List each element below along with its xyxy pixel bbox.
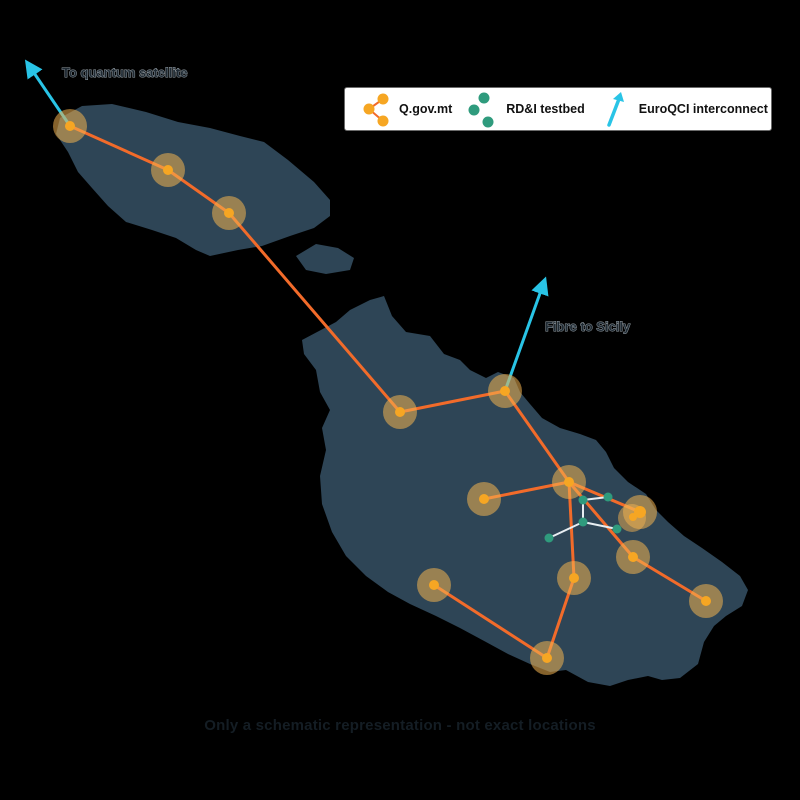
legend-item-euroqci: EuroQCI interconnect	[599, 89, 768, 129]
network-node	[488, 374, 522, 408]
network-link	[503, 389, 571, 484]
legend: Q.gov.mt RD&I testbed EuroQCI interconne…	[344, 87, 772, 131]
testbed-node	[544, 533, 554, 543]
network-link	[227, 211, 402, 414]
legend-label-euroqci: EuroQCI interconnect	[638, 102, 768, 116]
network-node	[618, 495, 657, 532]
legend-item-rdi: RD&I testbed	[466, 89, 585, 129]
comino-island	[296, 244, 354, 274]
network-node	[53, 109, 87, 143]
network-node	[557, 561, 591, 595]
network-link	[398, 389, 507, 414]
network-nodes	[53, 109, 723, 675]
network-link	[432, 583, 549, 660]
testbed-node	[603, 492, 613, 502]
sicily-label: Fibre to Sicily	[545, 319, 631, 334]
network-node	[151, 153, 185, 187]
sicily-interconnect-arrow	[503, 276, 549, 392]
network-link	[68, 124, 170, 172]
rdi-testbed-cluster	[544, 492, 622, 543]
network-node	[552, 465, 586, 499]
gozo-island	[56, 104, 330, 256]
network-node	[383, 395, 417, 429]
network-node	[212, 196, 246, 230]
network-node	[417, 568, 451, 602]
legend-label-qgov: Q.gov.mt	[399, 102, 453, 116]
disclaimer-text: Only a schematic representation - not ex…	[204, 717, 596, 734]
share-nodes-icon	[363, 93, 389, 127]
network-node	[616, 540, 650, 574]
network-node	[530, 641, 564, 675]
legend-item-qgov: Q.gov.mt	[359, 89, 452, 129]
testbed-node	[578, 495, 588, 505]
legend-label-rdi: RD&I testbed	[506, 102, 585, 116]
satellite-label: To quantum satellite	[62, 65, 187, 80]
arrow-up-right-icon	[606, 92, 624, 127]
testbed-node	[612, 524, 622, 534]
network-node	[689, 584, 723, 618]
testbed-node	[578, 517, 588, 527]
testbed-nodes-icon	[468, 92, 494, 128]
network-node	[467, 482, 501, 516]
